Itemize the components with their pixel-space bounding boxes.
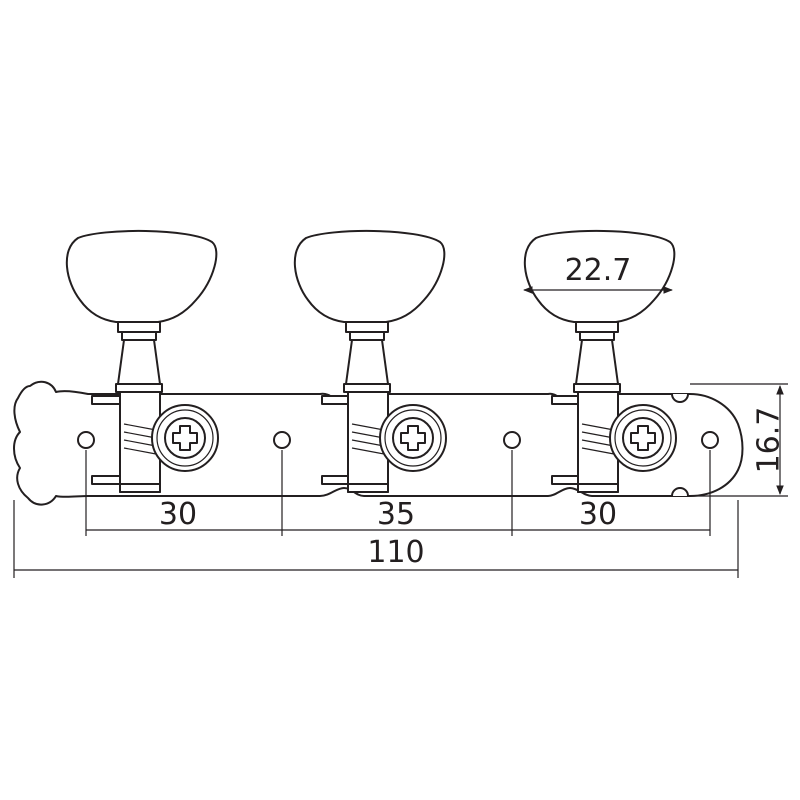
knob-1	[65, 229, 218, 323]
plate-height-dimension: 16.7	[690, 383, 788, 497]
plate-height-label: 16.7	[752, 407, 787, 474]
total-length-dimension: 110	[13, 500, 739, 578]
mounting-hole-2	[273, 431, 291, 449]
mounting-hole-4	[701, 431, 719, 449]
end-notch-top	[671, 393, 689, 403]
phillips-screw-icon	[400, 425, 426, 451]
tuner-2	[293, 229, 447, 493]
total-length-label: 110	[367, 535, 424, 570]
spacing-middle-label: 35	[377, 497, 415, 532]
phillips-screw-icon	[172, 425, 198, 451]
end-notch-bottom	[671, 487, 689, 497]
knob-width-label: 22.7	[565, 253, 632, 288]
hole-spacing-dimensions: 30 35 30	[85, 450, 711, 536]
spacing-left-label: 30	[159, 497, 197, 532]
mounting-hole-1	[77, 431, 95, 449]
knob-2	[293, 229, 446, 323]
knob-width-dimension: 22.7	[523, 253, 673, 294]
mounting-hole-3	[503, 431, 521, 449]
tuner-3	[523, 229, 677, 493]
phillips-screw-icon	[630, 425, 656, 451]
spacing-right-label: 30	[579, 497, 617, 532]
tuner-1	[65, 229, 219, 493]
knob-3	[523, 229, 676, 323]
